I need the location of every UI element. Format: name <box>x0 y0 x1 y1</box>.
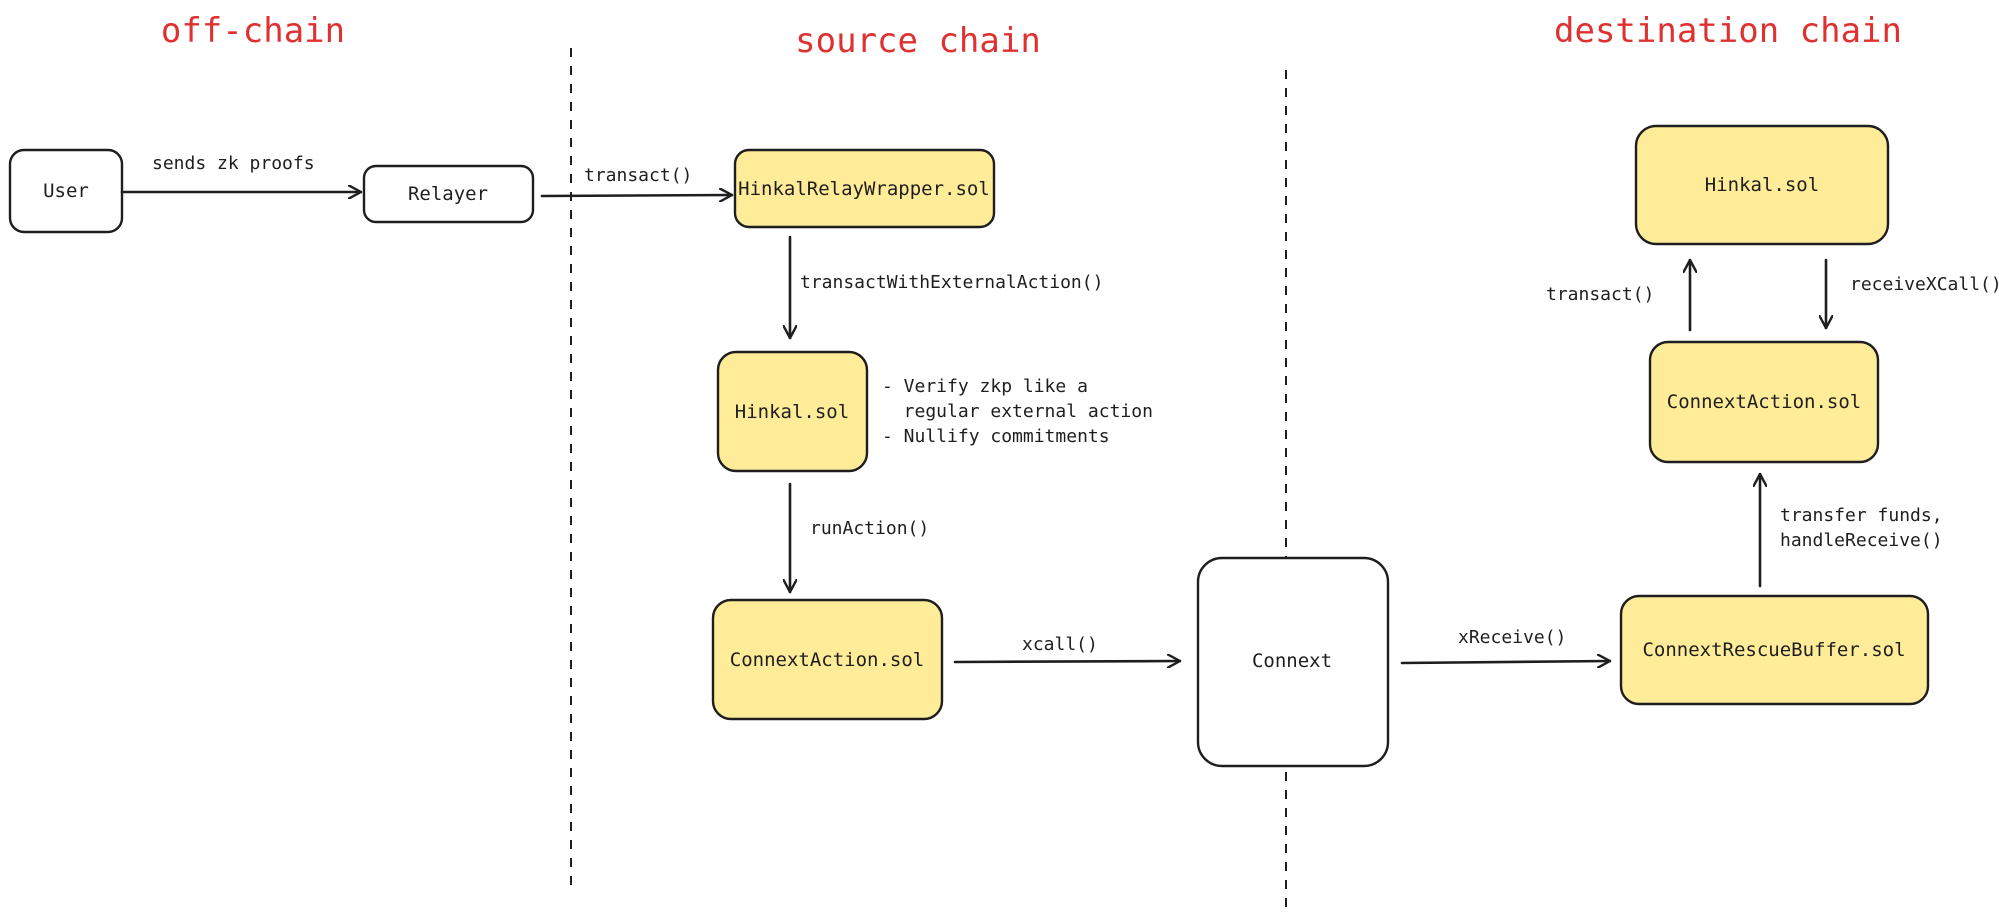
node-connext-label: Connext <box>1252 650 1332 672</box>
label-run-action: runAction() <box>810 518 929 539</box>
column-title-destination-chain: destination chain <box>1554 11 1902 51</box>
node-hinkal-relay-wrapper-label: HinkalRelayWrapper.sol <box>738 178 990 200</box>
node-rescue-buffer-label: ConnextRescueBuffer.sol <box>1642 639 1905 661</box>
note-line-verify-zkp: - Verify zkp like a <box>882 376 1088 397</box>
label-transact-with-external-action: transactWithExternalAction() <box>800 272 1103 293</box>
note-line-regular-external-action: regular external action <box>882 401 1153 422</box>
column-title-source-chain: source chain <box>795 21 1041 61</box>
node-relayer-label: Relayer <box>408 183 488 205</box>
label-transact-source: transact() <box>584 165 692 186</box>
label-handle-receive: handleReceive() <box>1780 530 1943 551</box>
node-user-label: User <box>43 180 89 202</box>
column-title-off-chain: off-chain <box>161 11 345 51</box>
label-transact-dest: transact() <box>1546 284 1654 305</box>
node-rescue-buffer: ConnextRescueBuffer.sol <box>1619 594 1930 706</box>
label-transfer-funds: transfer funds, <box>1780 505 1943 526</box>
arrow-relayer-to-wrapper <box>540 195 734 196</box>
node-connext-action-source-label: ConnextAction.sol <box>730 649 924 671</box>
node-connext: Connext <box>1196 556 1390 768</box>
arrow-action-to-connext <box>953 661 1182 662</box>
node-user: User <box>8 148 124 234</box>
node-relayer: Relayer <box>362 164 535 224</box>
node-hinkal-source-label: Hinkal.sol <box>735 401 849 423</box>
label-xreceive: xReceive() <box>1458 627 1566 648</box>
node-connext-action-source: ConnextAction.sol <box>711 598 944 721</box>
label-receive-xcall: receiveXCall() <box>1850 274 1999 295</box>
node-connext-action-dest-label: ConnextAction.sol <box>1667 391 1861 413</box>
node-hinkal-dest: Hinkal.sol <box>1634 124 1890 246</box>
node-connext-action-dest: ConnextAction.sol <box>1648 340 1880 464</box>
node-hinkal-dest-label: Hinkal.sol <box>1705 174 1819 196</box>
arrow-connext-to-buffer <box>1400 661 1612 663</box>
node-hinkal-relay-wrapper: HinkalRelayWrapper.sol <box>733 148 996 229</box>
label-xcall: xcall() <box>1022 634 1098 655</box>
note-line-nullify-commitments: - Nullify commitments <box>882 426 1110 447</box>
label-sends-zk-proofs: sends zk proofs <box>152 153 315 174</box>
node-hinkal-source: Hinkal.sol <box>716 350 869 473</box>
